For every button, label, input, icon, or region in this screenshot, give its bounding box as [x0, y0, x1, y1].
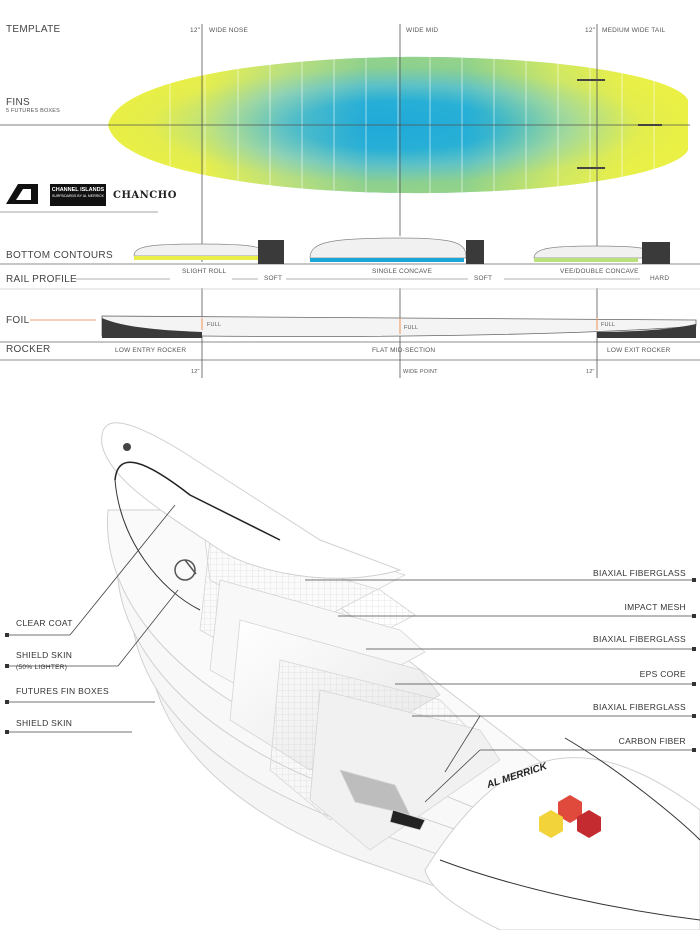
callout-clear-coat: CLEAR COAT	[16, 618, 73, 628]
construction-diagram: AL MERRICK	[5, 422, 700, 930]
ci-logo-icon	[4, 182, 40, 206]
foil-mark-3: FULL	[601, 322, 616, 328]
callout-impact-mesh: IMPACT MESH	[624, 602, 686, 612]
rocker-3: LOW EXIT ROCKER	[607, 347, 671, 354]
bottom-contours-label: BOTTOM CONTOURS	[6, 250, 113, 261]
leash-plug-icon	[123, 443, 131, 451]
rocker-1: LOW ENTRY ROCKER	[115, 347, 187, 354]
rocker-label: ROCKER	[6, 344, 51, 355]
mid-label: WIDE MID	[406, 27, 439, 34]
rail-hard: HARD	[650, 275, 670, 282]
deck-shell	[101, 422, 402, 611]
contour-2: SINGLE CONCAVE	[372, 268, 433, 275]
rocker-2: FLAT MID-SECTION	[372, 347, 436, 354]
deck-logo-icon	[174, 559, 197, 581]
callout-shield-skin-1: SHIELD SKIN	[16, 650, 73, 660]
foil-mark-2: FULL	[404, 325, 419, 331]
callout-biaxial-3: BIAXIAL FIBERGLASS	[593, 702, 686, 712]
right-leaders	[305, 579, 694, 803]
foil-label: FOIL	[6, 315, 30, 326]
bottom-contour-shapes	[0, 237, 700, 265]
chancho-logo: CHANCHO	[113, 190, 177, 201]
tail-measure: 12"	[585, 27, 596, 34]
foil-mark-1: FULL	[207, 322, 222, 328]
wide-mark-1: 12"	[191, 369, 200, 375]
contour-3: VEE/DOUBLE CONCAVE	[560, 268, 639, 275]
callout-biaxial-2: BIAXIAL FIBERGLASS	[593, 634, 686, 644]
fins-label: FINS	[6, 97, 30, 108]
spec-diagram	[0, 24, 700, 378]
bottom-nose	[424, 737, 700, 930]
callout-futures-fin-boxes: FUTURES FIN BOXES	[16, 686, 109, 696]
rail-profile-label: RAIL PROFILE	[6, 274, 78, 285]
callout-biaxial-1: BIAXIAL FIBERGLASS	[593, 568, 686, 578]
rail-soft-1: SOFT	[264, 275, 283, 282]
wide-mark-3: 12"	[586, 369, 595, 375]
tail-label: MEDIUM WIDE TAIL	[602, 27, 666, 34]
rail-soft-2: SOFT	[474, 275, 493, 282]
board-template-shape	[0, 56, 690, 195]
template-label: TEMPLATE	[6, 24, 61, 35]
wide-point-mark: WIDE POINT	[403, 369, 438, 375]
foil-shape	[30, 315, 697, 338]
callout-shield-skin-2: SHIELD SKIN	[16, 718, 73, 728]
nose-measure: 12"	[190, 27, 201, 34]
left-leaders	[6, 504, 179, 733]
fin-marks	[577, 79, 662, 169]
callout-shield-skin-1-sub: (50% LIGHTER)	[16, 664, 68, 671]
al-merrick-hex-icon	[539, 795, 601, 838]
callout-carbon-fiber: CARBON FIBER	[618, 736, 686, 746]
nose-label: WIDE NOSE	[209, 27, 248, 34]
contour-1: SLIGHT ROLL	[182, 268, 227, 275]
fins-sublabel: 5 FUTURES BOXES	[6, 108, 61, 114]
callout-eps-core: EPS CORE	[639, 669, 686, 679]
